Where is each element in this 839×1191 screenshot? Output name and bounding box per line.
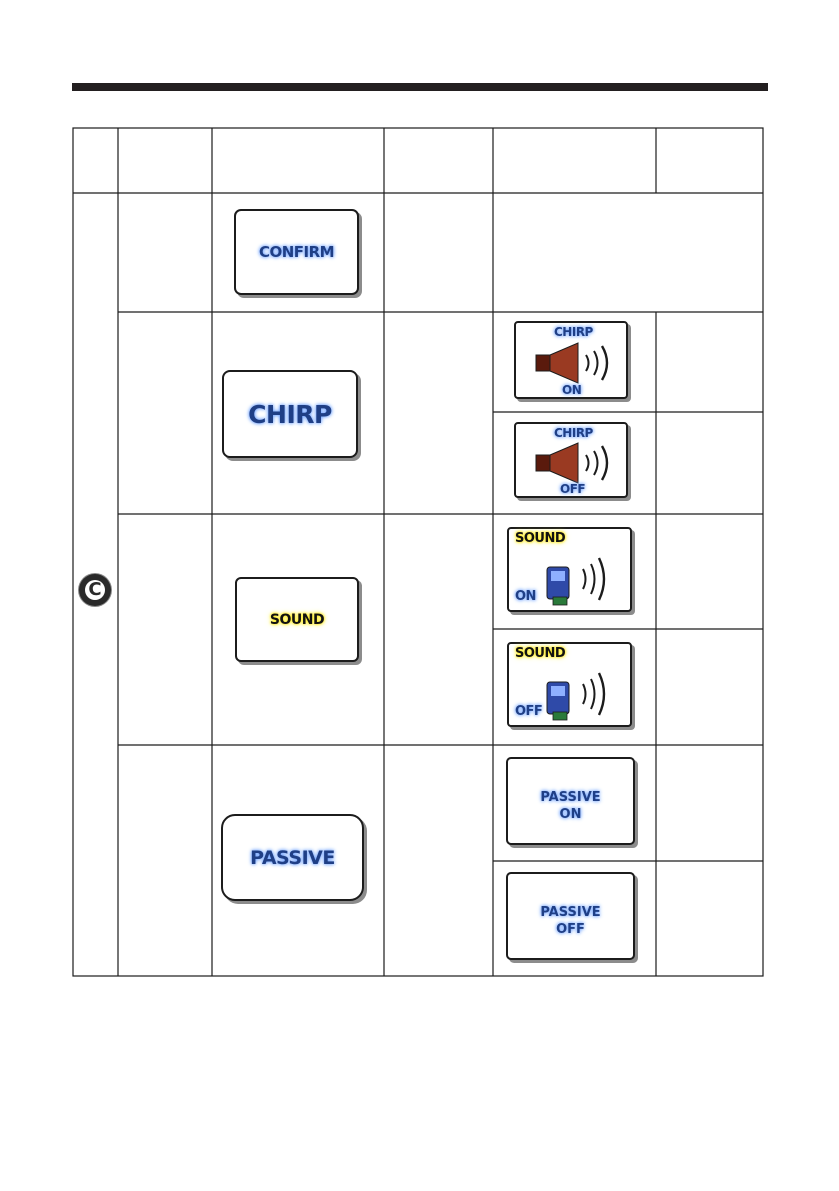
sound-on-top-label: SOUND xyxy=(515,531,566,546)
chirp-off-bottom-label: OFF xyxy=(560,482,586,496)
sound-button[interactable]: SOUND xyxy=(235,577,359,662)
passive-button[interactable]: PASSIVE xyxy=(221,814,364,901)
passive-off-display: PASSIVE OFF xyxy=(506,872,635,960)
remote-sound-icon xyxy=(546,557,606,606)
chirp-on-display: CHIRP ON xyxy=(514,321,628,399)
passive-on-text: PASSIVE ON xyxy=(508,789,633,823)
remote-sound-icon xyxy=(546,672,606,721)
confirm-button[interactable]: CONFIRM xyxy=(234,209,359,295)
passive-button-label: PASSIVE xyxy=(250,846,335,869)
passive-on-line2: ON xyxy=(559,807,582,822)
confirm-button-label: CONFIRM xyxy=(258,243,335,261)
chirp-button[interactable]: CHIRP xyxy=(222,370,358,458)
horn-speaker-icon xyxy=(535,342,609,384)
sound-on-display: SOUND ON xyxy=(507,527,632,612)
chirp-button-label: CHIRP xyxy=(248,399,332,429)
passive-off-text: PASSIVE OFF xyxy=(508,904,633,938)
sound-off-top-label: SOUND xyxy=(515,646,566,661)
sound-off-display: SOUND OFF xyxy=(507,642,632,727)
passive-off-line2: OFF xyxy=(556,922,585,937)
sound-on-bottom-label: ON xyxy=(515,589,536,604)
passive-on-display: PASSIVE ON xyxy=(506,757,635,845)
passive-on-line1: PASSIVE xyxy=(540,790,601,805)
sound-off-bottom-label: OFF xyxy=(515,704,543,719)
chirp-off-top-label: CHIRP xyxy=(554,426,593,440)
header-rule xyxy=(72,83,768,91)
horn-speaker-icon xyxy=(535,442,609,484)
chirp-off-display: CHIRP OFF xyxy=(514,422,628,498)
setting-mode-c-icon: C xyxy=(79,574,111,606)
sound-button-label: SOUND xyxy=(269,611,325,628)
passive-off-line1: PASSIVE xyxy=(540,905,601,920)
chirp-on-top-label: CHIRP xyxy=(554,325,593,339)
chirp-on-bottom-label: ON xyxy=(562,383,582,397)
